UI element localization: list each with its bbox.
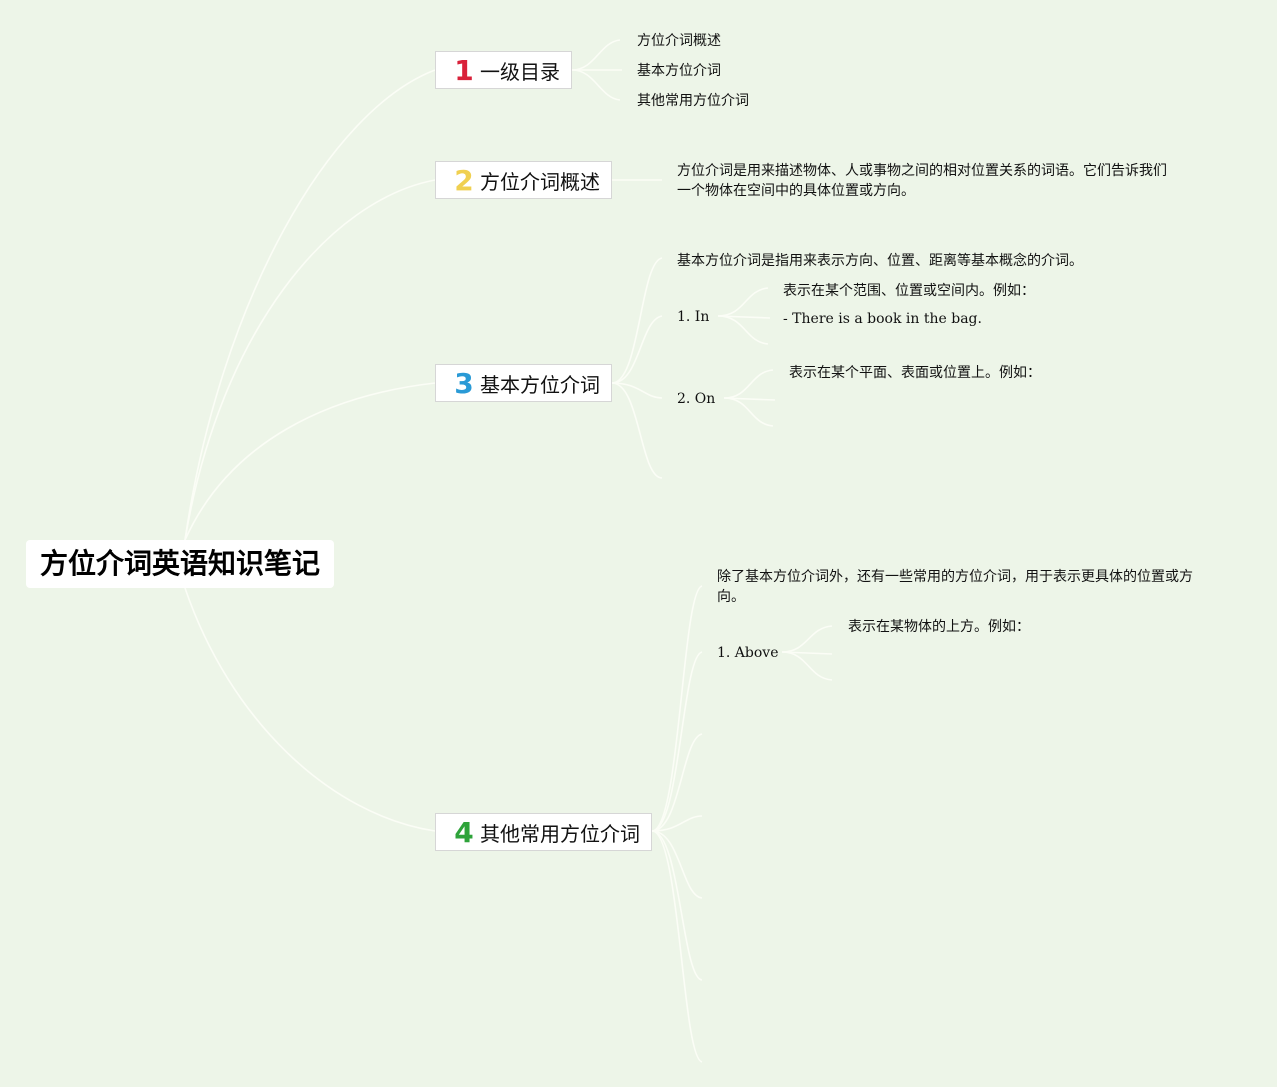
other-intro-line[interactable]: 除了基本方位介词外，还有一些常用的方位介词，用于表示更具体的位置或方: [717, 569, 1193, 585]
topic-4[interactable]: 4 其他常用方位介词: [435, 813, 652, 851]
above-label[interactable]: 1. Above: [717, 645, 779, 661]
above-description[interactable]: 表示在某物体的上方。例如：: [848, 619, 1030, 635]
topic-label: 其他常用方位介词: [480, 821, 640, 846]
root-topic[interactable]: 方位介词英语知识笔记: [26, 540, 334, 588]
number-four-icon: 4: [454, 815, 474, 849]
number-one-icon: 1: [454, 53, 474, 87]
overview-text-line[interactable]: 一个物体在空间中的具体位置或方向。: [677, 183, 915, 199]
toc-item[interactable]: 其他常用方位介词: [637, 93, 749, 109]
on-label[interactable]: 2. On: [677, 391, 716, 407]
topic-label: 方位介词概述: [480, 169, 600, 194]
other-intro-line[interactable]: 向。: [717, 589, 745, 605]
overview-text-line[interactable]: 方位介词是用来描述物体、人或事物之间的相对位置关系的词语。它们告诉我们: [677, 163, 1167, 179]
toc-item[interactable]: 基本方位介词: [637, 63, 721, 79]
topic-label: 一级目录: [480, 59, 560, 84]
number-two-icon: 2: [454, 163, 474, 197]
topic-1[interactable]: 1 一级目录: [435, 51, 572, 89]
on-description[interactable]: 表示在某个平面、表面或位置上。例如：: [789, 365, 1041, 381]
number-three-icon: 3: [454, 366, 474, 400]
toc-item[interactable]: 方位介词概述: [637, 33, 721, 49]
in-example[interactable]: - There is a book in the bag.: [783, 311, 982, 327]
topic-label: 基本方位介词: [480, 372, 600, 397]
in-label[interactable]: 1. In: [677, 309, 710, 325]
topic-3[interactable]: 3 基本方位介词: [435, 364, 612, 402]
in-description[interactable]: 表示在某个范围、位置或空间内。例如：: [783, 283, 1035, 299]
basic-intro[interactable]: 基本方位介词是指用来表示方向、位置、距离等基本概念的介词。: [677, 253, 1083, 269]
topic-2[interactable]: 2 方位介词概述: [435, 161, 612, 199]
